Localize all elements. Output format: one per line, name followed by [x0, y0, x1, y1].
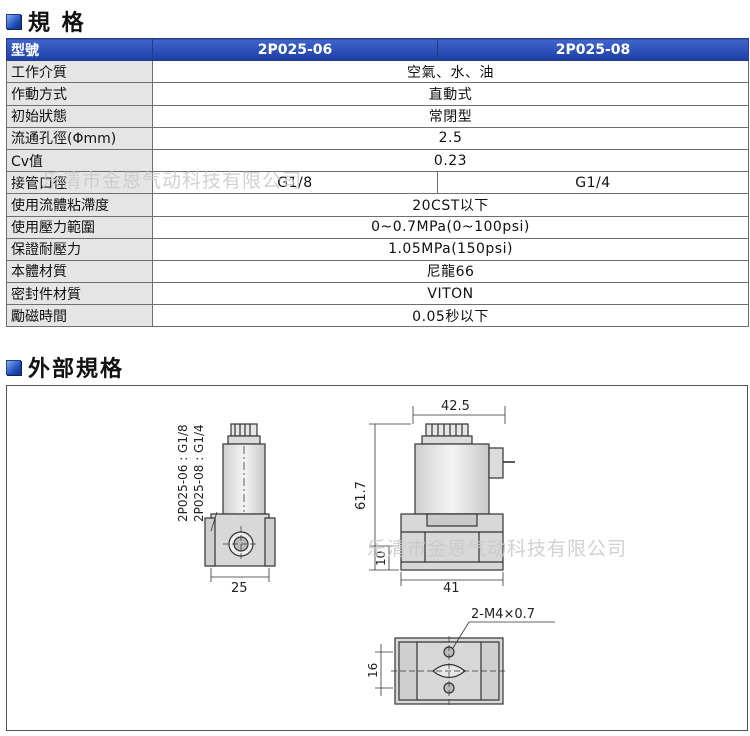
spec-table: 型號 2P025-06 2P025-08 工作介質 空氣、水、油 作動方式 直動…: [6, 37, 749, 328]
dim-bottom-width: 41: [443, 581, 460, 596]
dim-top-width: 42.5: [441, 399, 470, 414]
square-bullet-icon: [6, 359, 21, 375]
side-label-06: 2P025-06 : G1/8: [176, 424, 190, 522]
row-label: 使用壓力範圍: [6, 215, 153, 239]
row-label: 初始狀態: [6, 104, 153, 128]
external-section-title: 外部規格: [6, 352, 124, 382]
header-label: 型號: [6, 37, 153, 62]
row-label: 本體材質: [6, 259, 153, 284]
row-label: 使用流體粘滯度: [6, 193, 153, 217]
watermark-upper: 乐清市金恩气动科技有限公司: [42, 170, 303, 192]
technical-drawing: 2P025-06 : G1/8 2P025-08 : G1/4 25: [176, 399, 555, 708]
row-value: 1.05MPa(150psi): [152, 237, 749, 261]
row-label: 流通孔徑(Φmm): [6, 126, 153, 150]
table-header-row: 型號 2P025-06 2P025-08: [6, 37, 749, 62]
external-title-text: 外部規格: [28, 357, 125, 382]
watermark-lower: 乐清市金恩气动科技有限公司: [367, 538, 628, 560]
row-label: 密封件材質: [6, 282, 153, 306]
table-row: 流通孔徑(Φmm) 2.5: [6, 126, 749, 150]
table-row: 接管口徑 G1/8 G1/4: [6, 171, 749, 195]
table-row: 勵磁時間 0.05秒以下: [6, 304, 749, 328]
table-row: 初始狀態 常閉型: [6, 104, 749, 128]
row-label: 保證耐壓力: [6, 237, 153, 261]
dim-width-left: 25: [231, 581, 248, 596]
row-value: 常閉型: [152, 104, 749, 128]
row-label: Cv值: [6, 148, 153, 173]
side-view: [204, 423, 276, 582]
header-col-model-06: 2P025-06: [152, 37, 438, 62]
bottom-view: [375, 621, 555, 708]
dim-height: 61.7: [354, 481, 369, 510]
row-value: 尼龍66: [152, 259, 749, 284]
row-value: 20CST以下: [152, 193, 749, 217]
row-value: 0.05秒以下: [152, 304, 749, 328]
row-label: 接管口徑: [6, 171, 153, 195]
table-row: 保證耐壓力 1.05MPa(150psi): [6, 237, 749, 261]
row-value-col2: G1/4: [437, 171, 749, 195]
side-label-08: 2P025-08 : G1/4: [192, 424, 206, 522]
table-row: 使用流體粘滯度 20CST以下: [6, 193, 749, 217]
header-col-model-08: 2P025-08: [437, 37, 749, 62]
dim-mount: 2-M4×0.7: [471, 607, 535, 622]
row-label: 勵磁時間: [6, 304, 153, 328]
row-value: VITON: [152, 282, 749, 306]
row-label: 工作介質: [6, 60, 153, 84]
table-row: 作動方式 直動式: [6, 82, 749, 106]
drawing-frame: 2P025-06 : G1/8 2P025-08 : G1/4 25: [6, 385, 748, 731]
dim-bottom-height: 16: [366, 663, 380, 678]
row-value: 直動式: [152, 82, 749, 106]
row-value: 2.5: [152, 126, 749, 150]
row-label: 作動方式: [6, 82, 153, 106]
table-row: 使用壓力範圍 0~0.7MPa(0~100psi): [6, 215, 749, 239]
front-view: [369, 406, 515, 586]
row-value: 0~0.7MPa(0~100psi): [152, 215, 749, 239]
dim-base: 10: [374, 551, 388, 566]
row-value: 空氣、水、油: [152, 60, 749, 84]
table-row: 密封件材質 VITON: [6, 282, 749, 306]
square-bullet-icon: [6, 13, 21, 29]
table-row: 工作介質 空氣、水、油: [6, 60, 749, 84]
spec-section-title: 規 格: [6, 6, 86, 36]
table-row: 本體材質 尼龍66: [6, 259, 749, 284]
spec-title-text: 規 格: [28, 11, 86, 36]
